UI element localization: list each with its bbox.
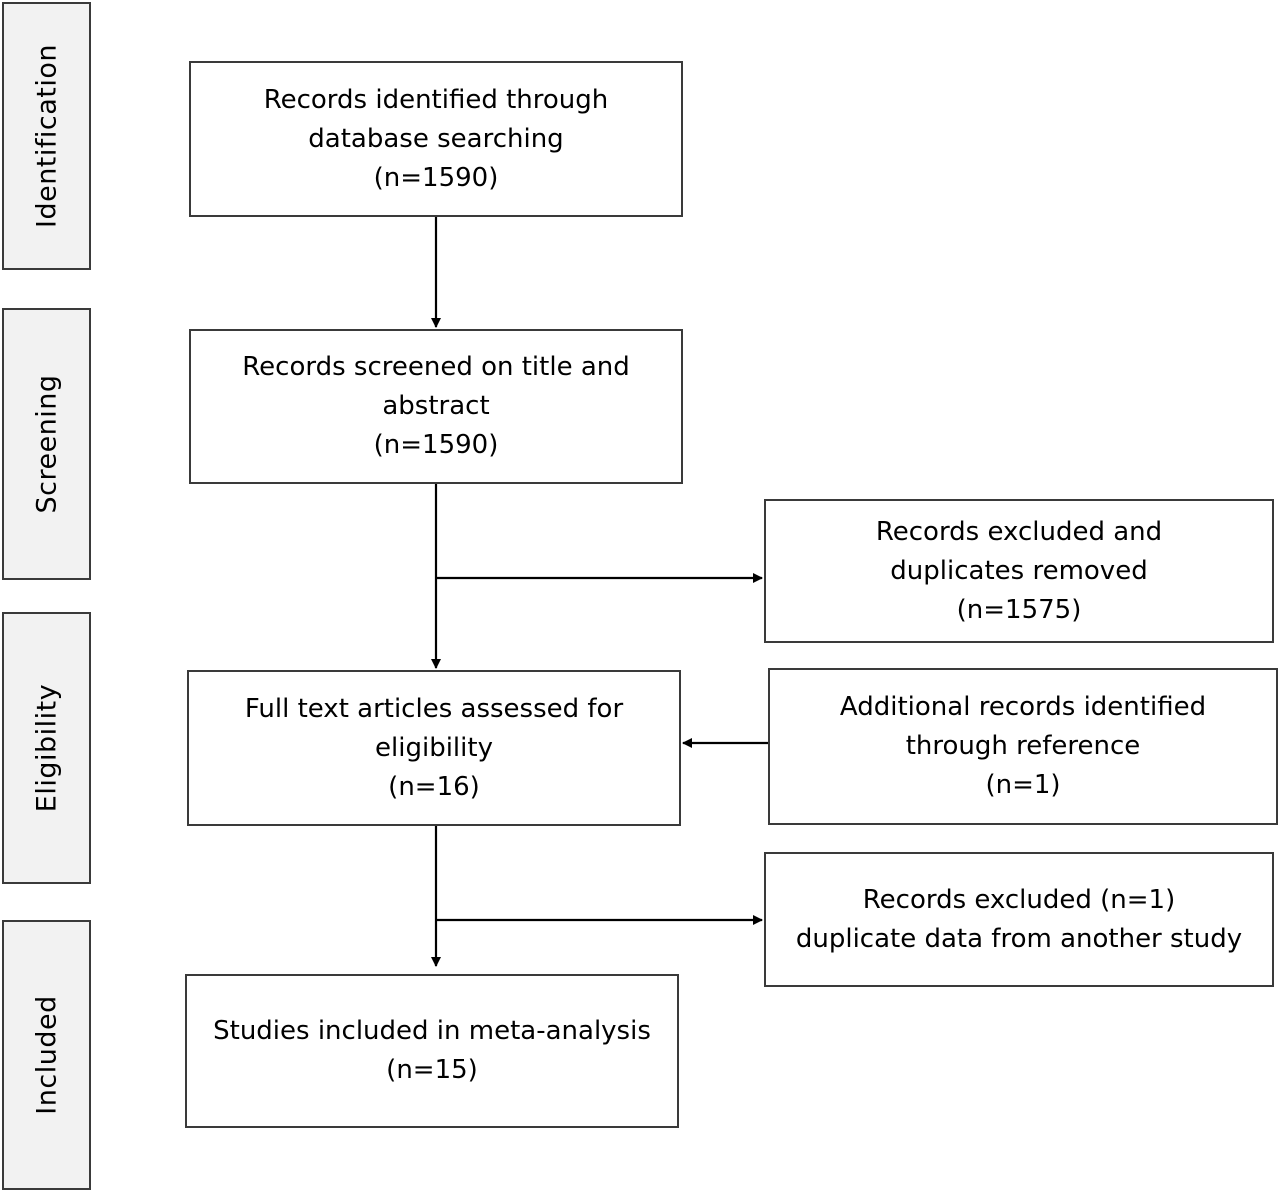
records-screened-line2: abstract	[382, 391, 490, 421]
excluded-duplicate-data-line2: duplicate data from another study	[795, 923, 1243, 954]
full-text-line1: Full text articles assessed for	[244, 693, 624, 724]
records-excluded-count: (n=1575)	[956, 594, 1082, 625]
full-text-count: (n=16)	[388, 771, 480, 802]
additional-records-line1: Additional records identified	[839, 692, 1207, 722]
phase-identification: Identification	[2, 2, 91, 270]
phase-included: Included	[2, 920, 91, 1190]
records-excluded-duplicates-box: Records excluded and duplicates removed …	[764, 499, 1274, 643]
additional-records-count: (n=1)	[985, 770, 1061, 800]
records-identified-box: Records identified through database sear…	[189, 61, 683, 217]
excluded-duplicate-data-line1: Records excluded (n=1)	[862, 884, 1176, 915]
records-excluded-line2: duplicates removed	[890, 555, 1148, 586]
records-screened-count: (n=1590)	[373, 430, 499, 460]
studies-included-line1: Studies included in meta-analysis	[213, 1016, 651, 1046]
additional-records-box: Additional records identified through re…	[768, 668, 1278, 825]
phase-screening: Screening	[2, 308, 91, 580]
studies-included-box: Studies included in meta-analysis (n=15)	[185, 974, 679, 1128]
full-text-articles-box: Full text articles assessed for eligibil…	[187, 670, 681, 826]
records-identified-count: (n=1590)	[373, 162, 499, 193]
records-identified-line2: database searching	[308, 123, 564, 154]
records-excluded-duplicate-data-box: Records excluded (n=1) duplicate data fr…	[764, 852, 1274, 987]
additional-records-line2: through reference	[905, 731, 1141, 761]
full-text-line2: eligibility	[375, 732, 493, 763]
records-screened-box: Records screened on title and abstract (…	[189, 329, 683, 484]
records-identified-line1: Records identified through	[263, 84, 609, 115]
records-excluded-line1: Records excluded and	[875, 516, 1163, 547]
phase-eligibility: Eligibility	[2, 612, 91, 884]
records-screened-line1: Records screened on title and	[242, 352, 630, 382]
studies-included-count: (n=15)	[386, 1055, 478, 1085]
